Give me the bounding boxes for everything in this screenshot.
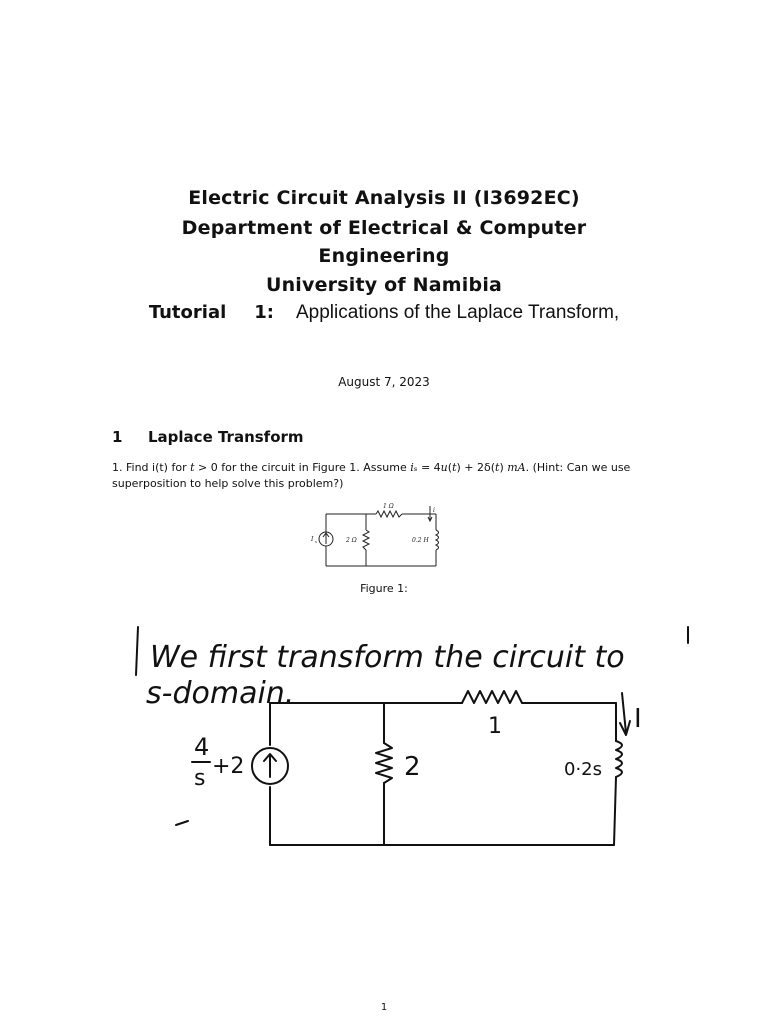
question-part: ) <box>499 461 508 474</box>
math-var: t <box>190 461 195 474</box>
pen-mark <box>175 820 189 826</box>
department-line-2: Engineering <box>318 245 450 267</box>
wire <box>613 776 617 846</box>
tutorial-subject: Applications of the Laplace Transform, <box>296 302 620 323</box>
math-var: t <box>495 461 500 474</box>
source-value-plus: +2 <box>212 754 244 779</box>
resistor-1ohm-icon <box>375 509 403 519</box>
page-number: 1 <box>380 1002 388 1013</box>
question-part: = 4 <box>417 461 441 474</box>
source-sub: s <box>315 539 317 544</box>
math-var: t <box>452 461 457 474</box>
current-source-icon <box>251 747 289 785</box>
section-heading: 1 Laplace Transform <box>112 428 304 446</box>
handwritten-line-2: s-domain. <box>146 676 294 711</box>
source-value-numerator: 4 <box>194 733 209 761</box>
current-arrow-head <box>427 516 433 523</box>
r2-value: 2 <box>404 752 421 782</box>
question-part: > 0 for the circuit in Figure 1. Assume <box>194 461 411 474</box>
source-label: I <box>310 536 314 543</box>
document-date: August 7, 2023 <box>338 375 430 389</box>
handwritten-solution: We first transform the circuit to s-doma… <box>135 626 689 846</box>
current-source-icon <box>318 531 334 547</box>
current-label: I <box>634 704 642 734</box>
current-arrow-head <box>619 720 631 736</box>
resistor-1-icon <box>461 690 529 704</box>
arrow-head <box>322 532 330 538</box>
resistor-2-icon <box>375 742 393 784</box>
r1-value: 1 <box>488 714 502 739</box>
tutorial-number: 1: <box>254 302 274 323</box>
course-title: Electric Circuit Analysis II (I3692EC) <box>188 187 580 209</box>
arrow-head <box>263 753 277 762</box>
resistor-2ohm-icon <box>361 529 371 551</box>
inductor-icon <box>434 529 439 551</box>
r2-label: 2 Ω <box>345 537 357 544</box>
inductor-icon <box>615 740 623 778</box>
current-label: i <box>433 507 435 514</box>
inductor-label: 0.2 H <box>412 537 429 544</box>
figure-1-circuit: I s 1 Ω 2 Ω 0.2 H i <box>310 503 439 567</box>
math-var: iₛ <box>410 461 418 474</box>
university-name: University of Namibia <box>265 274 503 296</box>
question-part: ) + 2δ( <box>456 461 496 474</box>
question-part: 1. Find i(t) for <box>112 461 191 474</box>
tutorial-label: Tutorial <box>148 302 227 323</box>
figure-caption: Figure 1: <box>360 582 408 595</box>
question-part: . (Hint: Can we use superposition to hel… <box>112 461 631 490</box>
source-value-denominator: s <box>194 766 205 791</box>
department-line: Department of Electrical & Computer <box>181 217 587 239</box>
section-title: Laplace Transform <box>148 428 304 446</box>
current-arrow <box>621 692 627 734</box>
margin-line <box>135 626 139 676</box>
math-unit: mA <box>507 461 526 474</box>
handwritten-line-1: We first transform the circuit to <box>150 640 625 675</box>
section-number: 1 <box>112 428 123 446</box>
tutorial-heading: Tutorial 1: Applications of the Laplace Tr… <box>0 302 768 324</box>
math-var: u <box>440 461 448 474</box>
question-text: 1. Find i(t) for t > 0 for the circuit i… <box>112 460 652 492</box>
inductor-value: 0·2s <box>564 759 602 780</box>
r1-label: 1 Ω <box>383 503 394 510</box>
question-part: ( <box>447 461 453 474</box>
